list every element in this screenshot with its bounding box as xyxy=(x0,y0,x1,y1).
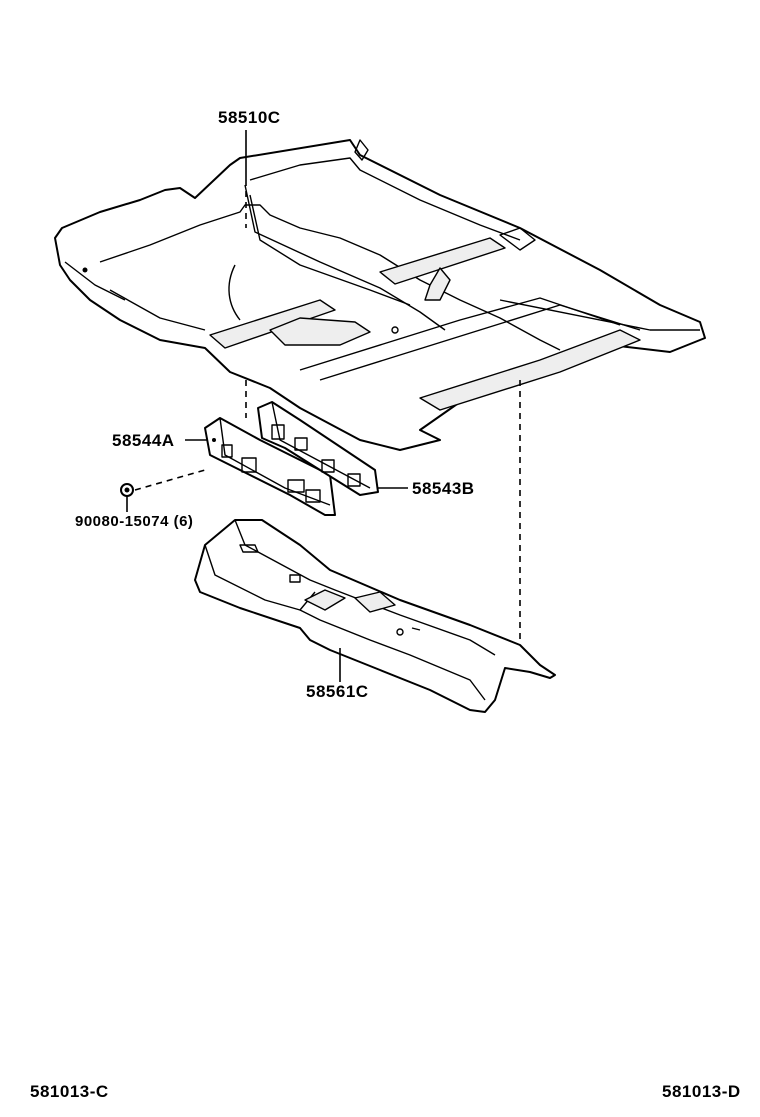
label-58543b: 58543B xyxy=(412,479,475,498)
figure-code-left: 581013-C xyxy=(30,1082,109,1101)
floor-carpet-part xyxy=(54,139,706,451)
label-58510c: 58510C xyxy=(218,108,281,127)
tunnel-cover-part xyxy=(194,519,556,713)
bracket-left-part xyxy=(204,417,336,516)
bracket-right-part xyxy=(257,401,379,496)
figure-code-right: 581013-D xyxy=(662,1082,741,1101)
label-58544a: 58544A xyxy=(112,431,175,450)
label-clip: 90080-15074 (6) xyxy=(75,513,194,530)
label-58561c: 58561C xyxy=(306,682,369,701)
clip-part xyxy=(120,469,206,497)
